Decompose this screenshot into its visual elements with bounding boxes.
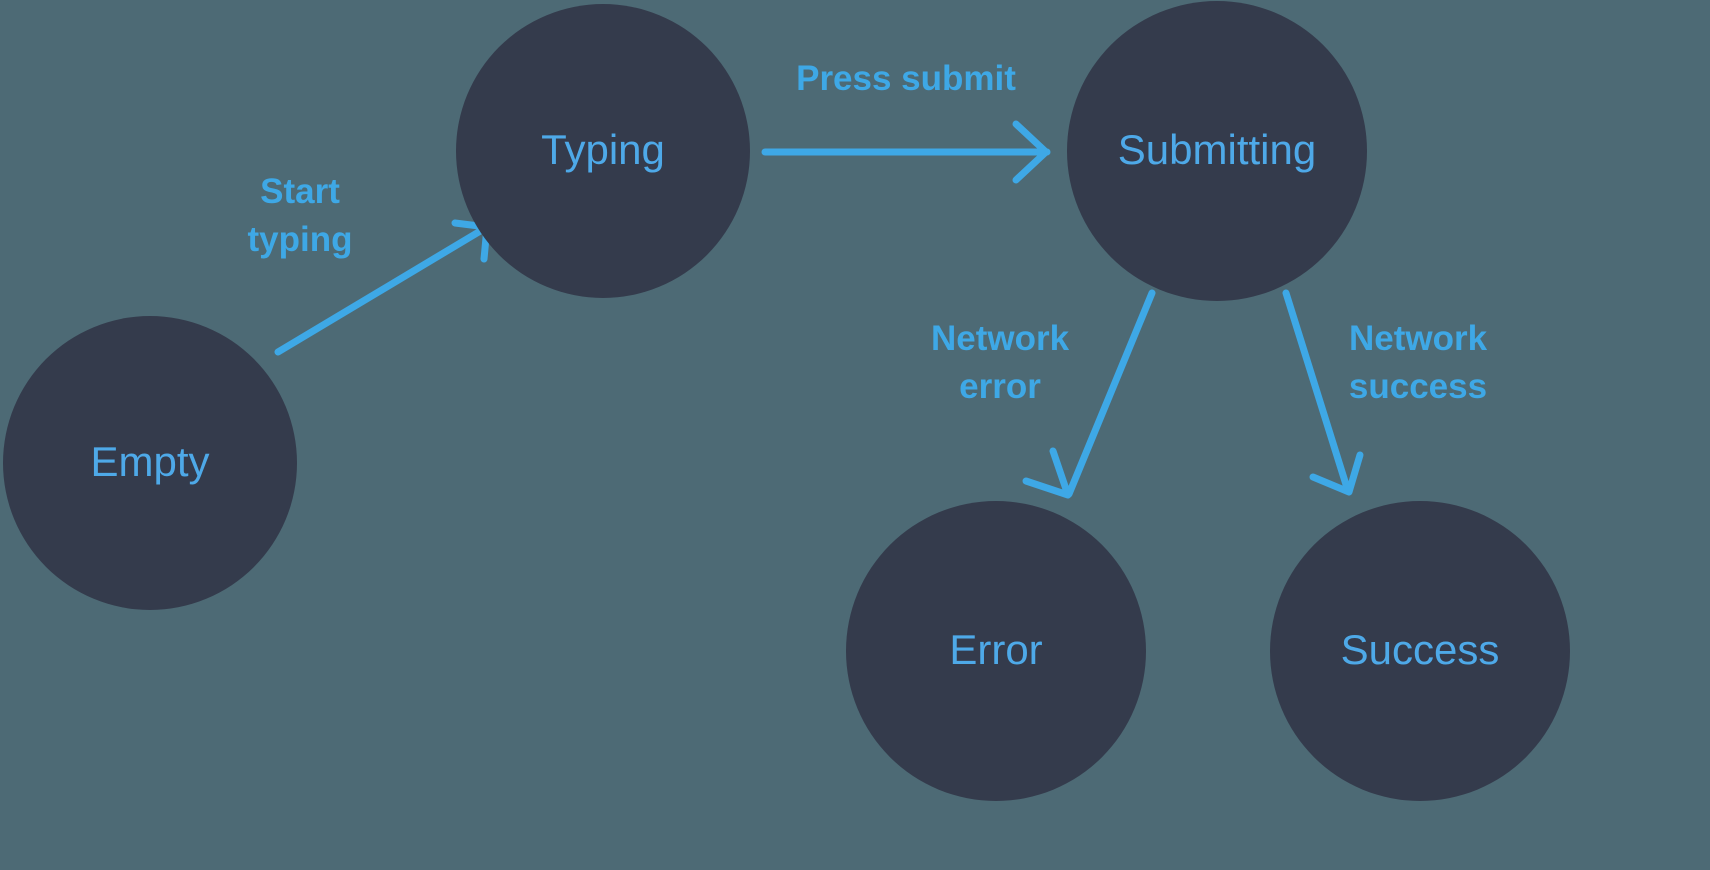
edge-label-line: success bbox=[1349, 367, 1487, 406]
edge-label-line: Start bbox=[260, 172, 340, 211]
edge-submitting-to-error: Network error bbox=[931, 289, 1156, 499]
edge-line-submitting-to-error bbox=[1065, 289, 1156, 498]
edge-label-line: Network bbox=[1349, 319, 1488, 358]
edge-empty-to-typing: Start typing bbox=[248, 172, 491, 356]
state-circle-empty[interactable] bbox=[3, 316, 297, 610]
state-node-submitting[interactable]: Submitting bbox=[1067, 1, 1367, 301]
edge-submitting-to-success: Network success bbox=[1282, 289, 1488, 496]
state-circle-typing[interactable] bbox=[456, 4, 750, 298]
edge-label-line: typing bbox=[248, 220, 353, 259]
edge-line-empty-to-typing bbox=[274, 223, 491, 356]
state-label-empty: Empty bbox=[90, 438, 209, 485]
arrowhead-typing-to-submitting bbox=[1012, 120, 1050, 184]
arrowhead-submitting-to-success bbox=[1309, 451, 1364, 496]
edge-label-typing-to-submitting: Press submit bbox=[796, 59, 1016, 98]
state-node-error[interactable]: Error bbox=[846, 501, 1146, 801]
state-label-success: Success bbox=[1341, 626, 1500, 673]
state-circle-submitting[interactable] bbox=[1067, 1, 1367, 301]
state-label-submitting: Submitting bbox=[1118, 126, 1316, 173]
state-node-typing[interactable]: Typing bbox=[456, 4, 750, 298]
edge-label-submitting-to-success: Network success bbox=[1349, 319, 1488, 406]
edge-label-line: Press submit bbox=[796, 59, 1016, 98]
state-circle-success[interactable] bbox=[1270, 501, 1570, 801]
state-node-success[interactable]: Success bbox=[1270, 501, 1570, 801]
state-label-error: Error bbox=[949, 626, 1042, 673]
edge-typing-to-submitting: Press submit bbox=[761, 59, 1051, 184]
edge-label-line: Network bbox=[931, 319, 1070, 358]
edge-line-submitting-to-success bbox=[1282, 289, 1352, 495]
state-label-typing: Typing bbox=[541, 126, 665, 173]
state-node-empty[interactable]: Empty bbox=[3, 316, 297, 610]
edge-label-empty-to-typing: Start typing bbox=[248, 172, 353, 259]
edge-label-submitting-to-error: Network error bbox=[931, 319, 1070, 406]
arrowhead-submitting-to-error bbox=[1022, 447, 1072, 499]
edge-label-line: error bbox=[959, 367, 1041, 406]
state-circle-error[interactable] bbox=[846, 501, 1146, 801]
